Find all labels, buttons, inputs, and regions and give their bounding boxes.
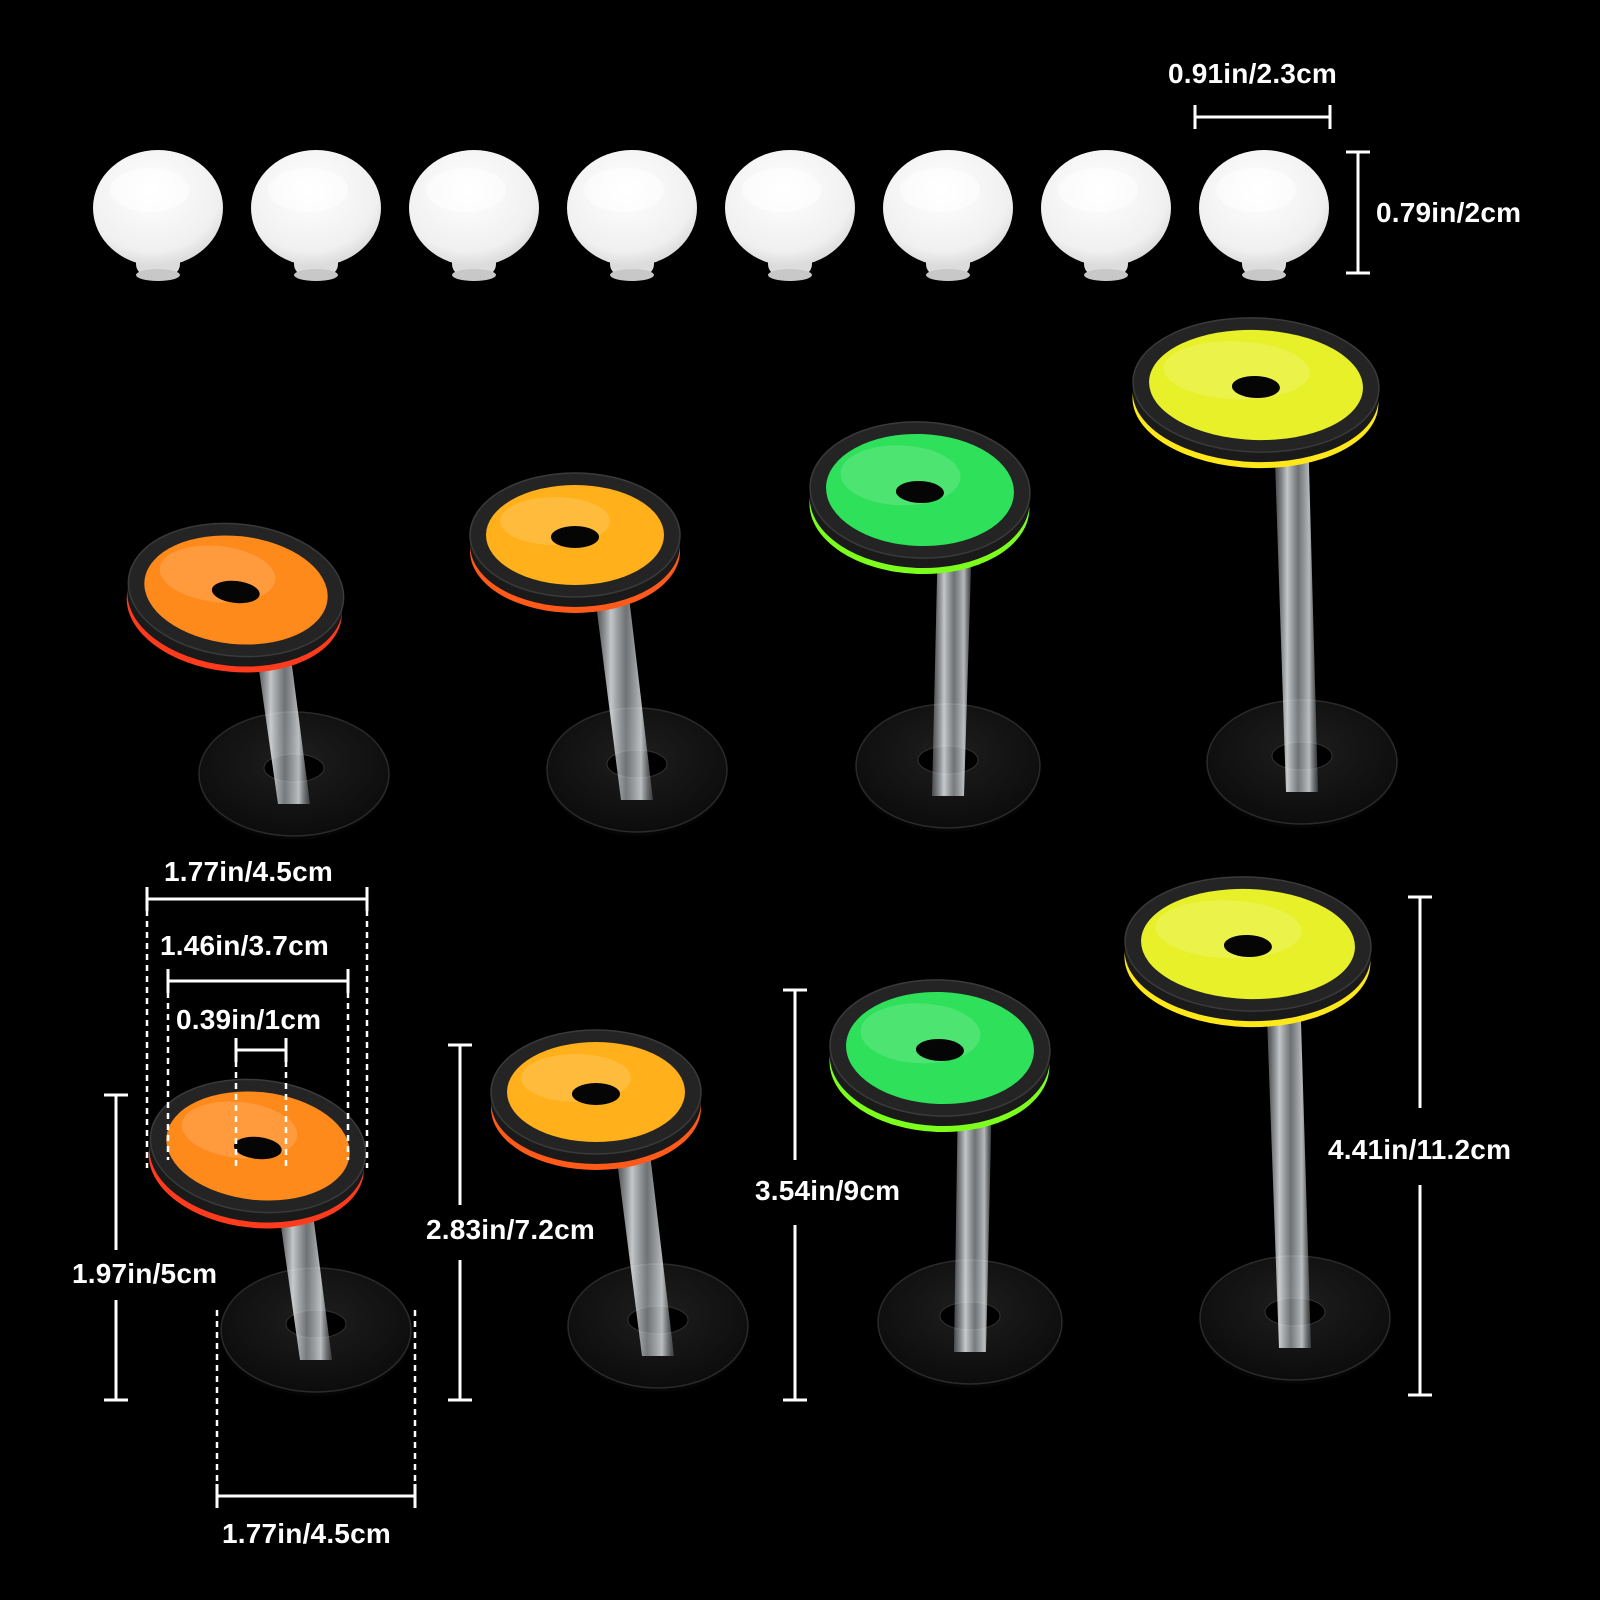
stem: [954, 1093, 992, 1352]
cap-peg-tip: [768, 269, 812, 281]
tray-hole: [1223, 934, 1272, 958]
tray-hole: [211, 580, 260, 604]
stand-large-row1: [809, 421, 1041, 832]
cap-highlight: [268, 168, 348, 212]
tray-hole: [1231, 375, 1280, 399]
cap-2: [251, 150, 381, 281]
tray-hole: [233, 1136, 282, 1160]
tray-hole: [572, 1083, 620, 1105]
cap-6: [883, 150, 1013, 281]
cap-peg-tip: [136, 269, 180, 281]
top-tray: [829, 979, 1051, 1133]
cap-peg-tip: [452, 269, 496, 281]
stand-small-row1: [126, 522, 390, 840]
height-medium-label: 2.83in/7.2cm: [426, 1214, 595, 1245]
cap-peg-tip: [926, 269, 970, 281]
stem: [1274, 430, 1318, 792]
stem: [276, 1191, 332, 1360]
stand-xlarge-row1: [1132, 317, 1398, 828]
cap-highlight: [900, 168, 980, 212]
stem: [593, 580, 653, 800]
cap-height-label: 0.79in/2cm: [1376, 197, 1522, 228]
stands: [126, 317, 1398, 1396]
cap-3: [409, 150, 539, 281]
base-diameter-label: 1.77in/4.5cm: [222, 1518, 391, 1549]
top-outer-diameter-label: 1.77in/4.5cm: [164, 856, 333, 887]
stand-medium-row1: [469, 472, 728, 836]
height-small-label: 1.97in/5cm: [72, 1258, 218, 1289]
top-tray: [809, 421, 1031, 575]
height-large-label: 3.54in/9cm: [755, 1175, 901, 1206]
tray-hole: [551, 526, 599, 548]
top-tray: [126, 522, 345, 673]
cap-peg-tip: [610, 269, 654, 281]
stem: [614, 1137, 674, 1356]
stand-small-row2: [148, 1078, 412, 1396]
top-tray: [148, 1078, 367, 1229]
top-tray: [490, 1029, 702, 1170]
stem: [1266, 989, 1311, 1348]
top-inner-diameter-label: 1.46in/3.7cm: [160, 930, 329, 961]
height-xlarge-label: 4.41in/11.2cm: [1328, 1134, 1512, 1165]
cap-8: [1199, 150, 1329, 281]
cap-highlight: [110, 168, 190, 212]
stand-medium-row2: [490, 1029, 749, 1392]
tray-hole: [895, 480, 944, 504]
cap-highlight: [1058, 168, 1138, 212]
cap-4: [567, 150, 697, 281]
stem: [932, 535, 972, 796]
cap-7: [1041, 150, 1171, 281]
cap-highlight: [584, 168, 664, 212]
cap-5: [725, 150, 855, 281]
cap-highlight: [1216, 168, 1296, 212]
cap-highlight: [426, 168, 506, 212]
cap-width-label: 0.91in/2.3cm: [1168, 58, 1337, 89]
stand-xlarge-row2: [1124, 876, 1391, 1384]
top-tray: [1132, 317, 1380, 469]
stand-large-row2: [829, 979, 1063, 1388]
cap-1: [93, 150, 223, 281]
cap-highlight: [742, 168, 822, 212]
tray-hole: [915, 1038, 964, 1062]
top-tray: [469, 472, 681, 613]
dimension-lines: [104, 105, 1432, 1508]
caps-row: [93, 150, 1329, 281]
cap-peg-tip: [1242, 269, 1286, 281]
cap-peg-tip: [294, 269, 338, 281]
top-tray: [1124, 876, 1372, 1028]
hole-diameter-label: 0.39in/1cm: [176, 1004, 322, 1035]
cap-peg-tip: [1084, 269, 1128, 281]
stem: [254, 635, 310, 804]
